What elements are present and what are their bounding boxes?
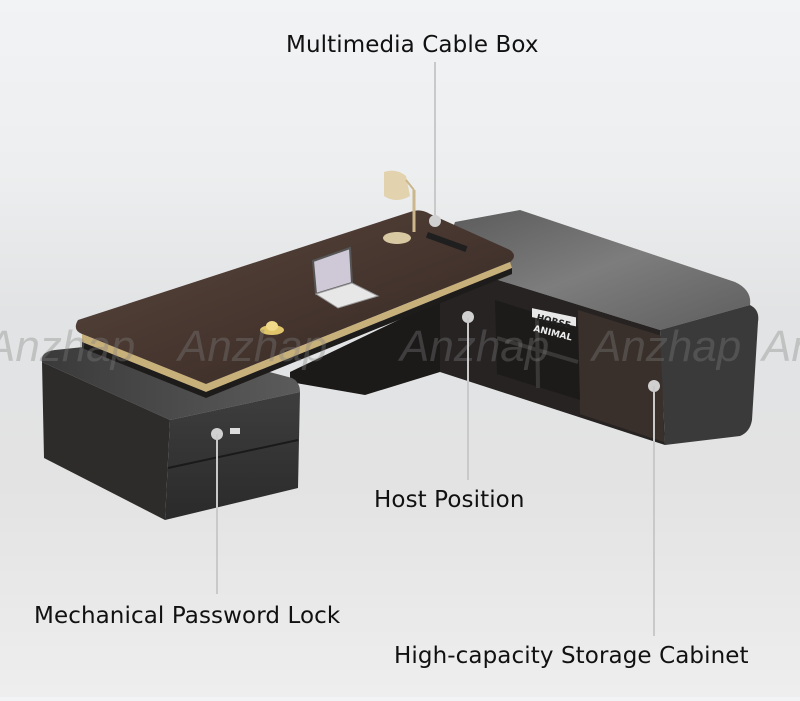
cabinet-top [440,210,751,330]
pedestal-front [165,392,300,520]
label-storage-cabinet: High-capacity Storage Cabinet [394,643,749,669]
desk-top [75,210,514,398]
cabinet-door [578,310,664,442]
watermark: Anzhap [592,322,742,371]
lock-keyhole [230,428,240,434]
label-cable-box: Multimedia Cable Box [286,32,539,58]
callout-dot-host-position [462,311,474,323]
callout-line-storage-cabinet [653,386,655,636]
label-password-lock: Mechanical Password Lock [34,603,341,629]
wood-surface [75,210,514,384]
watermark: Anzhap [178,322,328,371]
callout-line-host-position [467,318,469,480]
laptop [311,246,380,309]
desk-lamp [383,170,416,244]
callout-line-password-lock [216,434,218,594]
callout-dot-cable-box [429,215,441,227]
cabinet-end [660,305,759,445]
watermark: Anzhap [400,322,550,371]
callout-line-cable-box [434,62,436,222]
label-host-position: Host Position [374,487,525,513]
pedestal-side [42,362,170,520]
watermark: Anzhap [762,322,800,371]
cable-box [425,231,468,253]
coffee-cup [260,321,284,335]
watermark: Anzhap [0,322,136,371]
desk-modesty-panel [290,300,440,395]
storage-cabinet [440,210,759,445]
